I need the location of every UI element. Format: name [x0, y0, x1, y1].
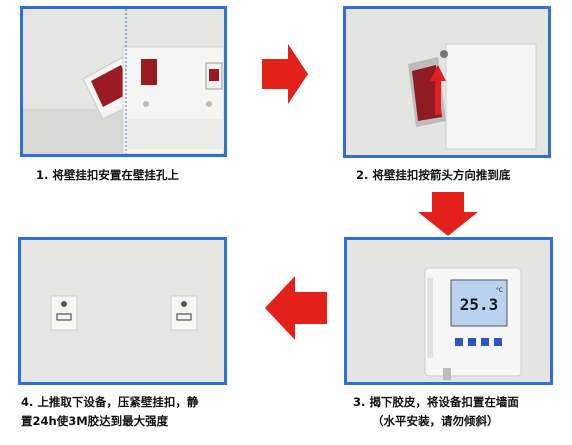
- step2-caption: 2. 将壁挂扣按箭头方向推到底: [356, 168, 511, 182]
- step1-caption: 1. 将壁挂扣安置在壁挂孔上: [36, 168, 179, 182]
- display-reading: 25.3: [460, 295, 499, 314]
- wall-bracket-left: [50, 295, 78, 331]
- step3-caption-line1: 3. 揭下胶皮，将设备扣置在墙面: [353, 395, 519, 409]
- step1-illustration: [23, 9, 224, 154]
- temperature-device: 25.3 °C: [424, 267, 522, 380]
- step3-photo-panel: 25.3 °C: [344, 237, 553, 385]
- arrow-right-icon: [262, 44, 308, 104]
- step1-photo-panel: [20, 6, 227, 157]
- display-unit: °C: [496, 287, 503, 294]
- step4-caption-line1: 4. 上推取下设备，压紧壁挂扣，静: [21, 395, 199, 409]
- arrow-down-icon: [418, 192, 478, 236]
- step3-illustration: 25.3 °C: [347, 240, 550, 382]
- step4-photo-panel: [18, 237, 227, 385]
- step4-illustration: [21, 240, 224, 382]
- arrow-left-icon: [265, 276, 327, 340]
- step2-photo-panel: [343, 6, 551, 158]
- step2-illustration: [346, 9, 548, 155]
- step4-caption-line2: 置24h使3M胶达到最大强度: [21, 414, 169, 428]
- wall-bracket-right: [170, 295, 198, 331]
- step3-caption-line2: （水平安装，请勿倾斜）: [372, 414, 499, 428]
